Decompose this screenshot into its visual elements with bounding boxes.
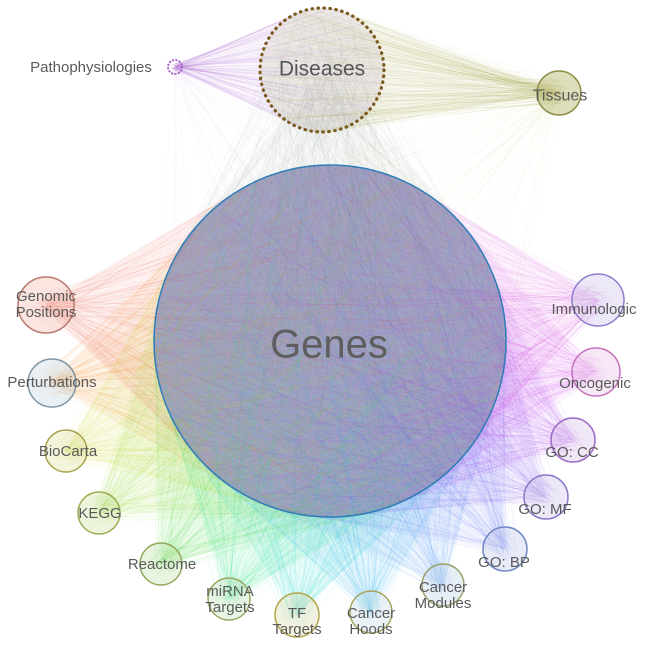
edge-wash-layer bbox=[46, 8, 598, 616]
mirna-targets-node[interactable] bbox=[207, 577, 251, 621]
immunologic-node[interactable] bbox=[571, 273, 625, 327]
genomic-positions-label[interactable]: Genomic Positions bbox=[15, 287, 77, 321]
diseases-label[interactable]: Diseases bbox=[278, 57, 366, 81]
genes-node[interactable] bbox=[153, 164, 507, 518]
oncogenic-label[interactable]: Oncogenic bbox=[559, 374, 631, 392]
go-cc-label[interactable]: GO: CC bbox=[545, 443, 599, 461]
kegg-label[interactable]: KEGG bbox=[78, 504, 122, 522]
genomic-positions-node[interactable] bbox=[17, 276, 75, 334]
tf-targets-label[interactable]: TF Targets bbox=[272, 604, 322, 638]
tissues-label[interactable]: Tissues bbox=[532, 87, 588, 105]
kegg-node[interactable] bbox=[77, 491, 121, 535]
diseases-node[interactable] bbox=[258, 6, 386, 134]
cancer-hoods-label[interactable]: Cancer Hoods bbox=[346, 604, 396, 638]
pathophysiologies-node[interactable] bbox=[167, 59, 183, 75]
reactome-label[interactable]: Reactome bbox=[127, 555, 197, 573]
node-circle-layer bbox=[17, 6, 625, 638]
reactome-node[interactable] bbox=[139, 542, 183, 586]
go-mf-label[interactable]: GO: MF bbox=[518, 500, 572, 518]
mirna-targets-label[interactable]: miRNA Targets bbox=[205, 582, 255, 616]
cancer-modules-label[interactable]: Cancer Modules bbox=[414, 578, 472, 612]
go-bp-label[interactable]: GO: BP bbox=[478, 553, 530, 571]
immunologic-label[interactable]: Immunologic bbox=[551, 300, 637, 318]
biocarta-label[interactable]: BioCarta bbox=[38, 442, 98, 460]
perturbations-node[interactable] bbox=[27, 358, 77, 408]
tf-targets-node[interactable] bbox=[274, 592, 320, 638]
go-bp-node[interactable] bbox=[482, 526, 528, 572]
cancer-modules-node[interactable] bbox=[421, 563, 465, 607]
oncogenic-node[interactable] bbox=[571, 347, 621, 397]
tissues-node[interactable] bbox=[536, 70, 582, 116]
node-fill-layer bbox=[154, 8, 506, 517]
genes-label[interactable]: Genes bbox=[270, 322, 388, 367]
go-cc-node[interactable] bbox=[550, 417, 596, 463]
go-mf-node[interactable] bbox=[523, 474, 569, 520]
cancer-hoods-node[interactable] bbox=[349, 590, 393, 634]
perturbations-label[interactable]: Perturbations bbox=[7, 373, 97, 391]
pathophysiologies-label[interactable]: Pathophysiologies bbox=[30, 58, 152, 76]
biocarta-node[interactable] bbox=[44, 429, 88, 473]
